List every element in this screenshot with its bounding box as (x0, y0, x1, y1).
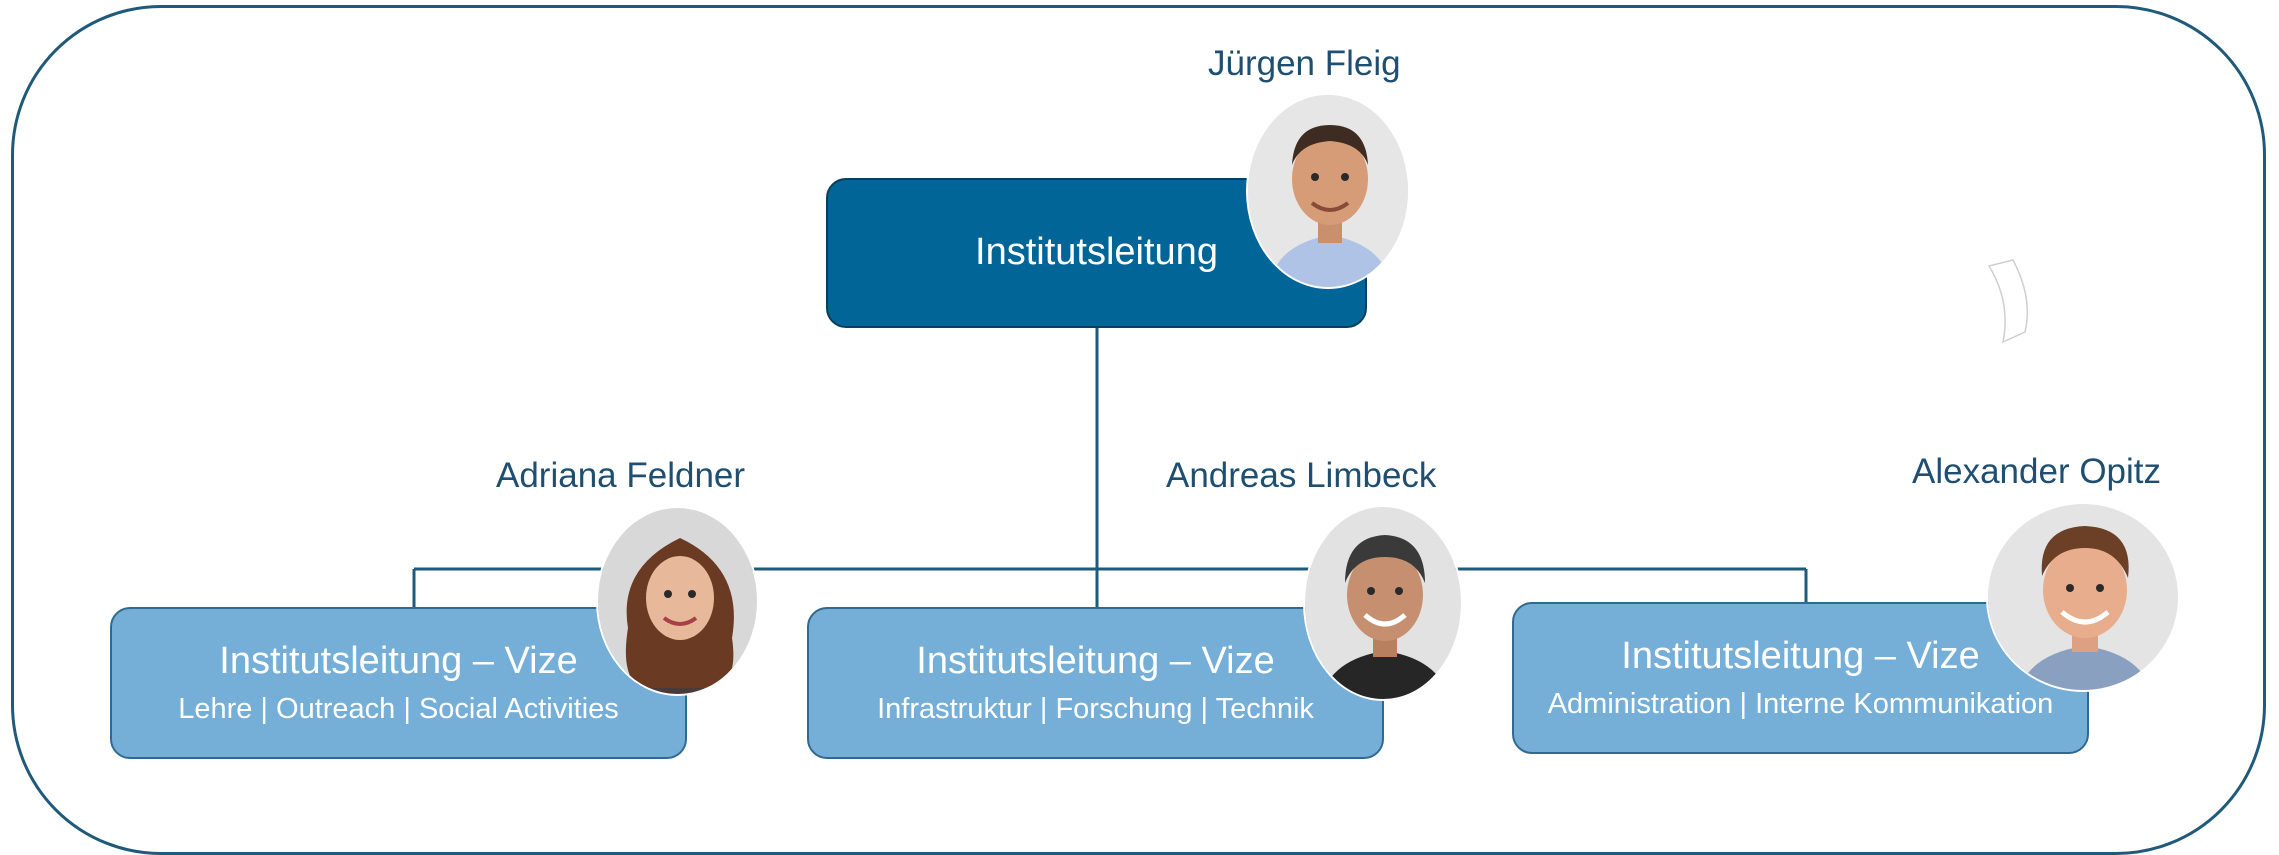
vice-areas-2: Infrastruktur | Forschung | Technik (877, 693, 1314, 726)
vice-name-2: Andreas Limbeck (1166, 456, 1437, 495)
vice-name-3: Alexander Opitz (1912, 452, 2162, 491)
vice-name-1: Adriana Feldner (496, 456, 746, 495)
vice-areas-3: Administration | Interne Kommunikation (1547, 688, 2054, 721)
vice-box-1: Institutsleitung – Vize Lehre | Outreach… (110, 607, 687, 759)
head-photo (1246, 93, 1410, 289)
vice-title-1: Institutsleitung – Vize (219, 639, 578, 682)
vice-photo-1 (596, 506, 759, 696)
head-name: Jürgen Fleig (1208, 44, 1401, 83)
vice-photo-3 (1986, 502, 2180, 692)
decorative-outline (1987, 259, 2028, 344)
vice-title-2: Institutsleitung – Vize (916, 639, 1275, 682)
vice-photo-2 (1303, 505, 1463, 701)
vice-areas-1: Lehre | Outreach | Social Activities (178, 693, 619, 726)
vice-box-2: Institutsleitung – Vize Infrastruktur | … (807, 607, 1384, 759)
head-title: Institutsleitung (975, 231, 1218, 274)
vice-title-3: Institutsleitung – Vize (1621, 634, 1980, 677)
